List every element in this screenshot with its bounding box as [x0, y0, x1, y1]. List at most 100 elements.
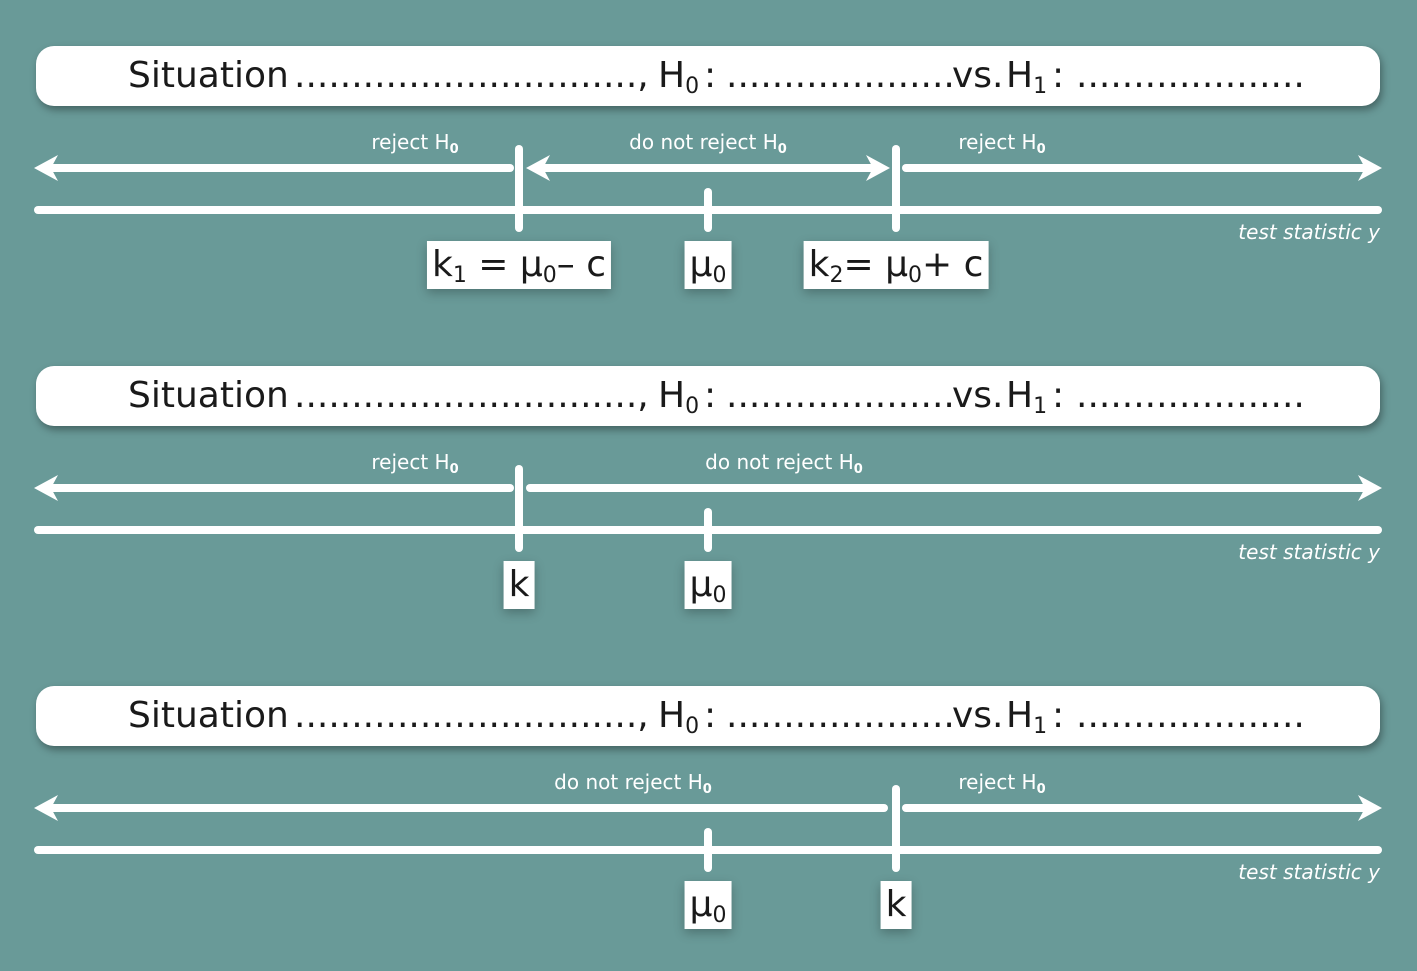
colon: :: [704, 375, 717, 416]
situation-bar: Situation..............................,…: [36, 46, 1380, 106]
arrowhead-right-icon: [1358, 155, 1382, 181]
mu0-box: μ0: [684, 881, 732, 929]
tick-symbol: k: [431, 244, 453, 285]
tick-symbol: μ: [689, 244, 713, 285]
h0-letter: H: [658, 695, 686, 736]
axis-label: test statistic y: [1238, 220, 1380, 244]
situation-word: Situation: [128, 695, 289, 736]
h1-letter: H: [1006, 55, 1034, 96]
region-label-text: reject H: [958, 130, 1037, 154]
tick-subscript: 2: [829, 263, 844, 288]
reject-label: reject H0: [371, 130, 458, 157]
reject-label: reject H0: [371, 450, 458, 477]
critical-value-box: k1 = μ0– c: [426, 241, 612, 289]
arrowhead-left-icon: [34, 475, 58, 501]
do-not-reject-label: do not reject H0: [629, 130, 787, 157]
region-label-subscript: 0: [1036, 782, 1046, 797]
do-not-reject-label: do not reject H0: [705, 450, 863, 477]
axis-label: test statistic y: [1238, 860, 1380, 884]
region-label-text: do not reject H: [554, 770, 703, 794]
panel-right-sided: Situation..............................,…: [0, 640, 1417, 940]
h1-blank: ....................: [1076, 695, 1305, 736]
tick-subscript: 0: [712, 583, 727, 608]
h1-label: H1: [1006, 46, 1047, 117]
vs-label: vs.: [952, 695, 1004, 736]
critical-value-box: k: [880, 881, 912, 929]
do-not-reject-label: do not reject H0: [554, 770, 712, 797]
axis-label: test statistic y: [1238, 540, 1380, 564]
panel-two-sided: Situation..............................,…: [0, 0, 1417, 300]
colon: :: [1052, 695, 1065, 736]
number-line-diagram: [34, 145, 1382, 232]
tick-symbol: k: [885, 884, 907, 925]
situation-word: Situation: [128, 55, 289, 96]
h1-letter: H: [1006, 695, 1034, 736]
region-label-subscript: 0: [777, 142, 787, 157]
colon: :: [1052, 375, 1065, 416]
h0-letter: H: [658, 55, 686, 96]
region-label-subscript: 0: [702, 782, 712, 797]
tick-equation-tail: + c: [921, 244, 984, 285]
colon: :: [1052, 55, 1065, 96]
reject-label: reject H0: [958, 770, 1045, 797]
situation-bar: Situation..............................,…: [36, 686, 1380, 746]
situation-blank: ..............................,: [294, 375, 649, 416]
arrowhead-left-icon: [34, 155, 58, 181]
region-label-text: do not reject H: [629, 130, 778, 154]
tick-equation: = μ: [466, 244, 543, 285]
region-label-text: do not reject H: [705, 450, 854, 474]
h0-blank: ....................: [726, 55, 955, 96]
situation-bar: Situation..............................,…: [36, 366, 1380, 426]
colon: :: [704, 695, 717, 736]
mu0-box: μ0: [684, 561, 732, 609]
arrowhead-right-icon: [1358, 795, 1382, 821]
h1-label: H1: [1006, 366, 1047, 437]
tick-subscript: 0: [712, 903, 727, 928]
number-line-diagram: [34, 785, 1382, 872]
tick-equation: = μ: [843, 244, 908, 285]
colon: :: [704, 55, 717, 96]
arrowhead-left-icon: [34, 795, 58, 821]
arrowhead-left-icon: [526, 155, 550, 181]
tick-subscript: 0: [712, 263, 727, 288]
tick-symbol: μ: [689, 884, 713, 925]
critical-value-box: k: [503, 561, 535, 609]
h1-blank: ....................: [1076, 375, 1305, 416]
vs-label: vs.: [952, 375, 1004, 416]
region-label-subscript: 0: [1036, 142, 1046, 157]
h1-blank: ....................: [1076, 55, 1305, 96]
region-label-subscript: 0: [853, 462, 863, 477]
h0-label: H0: [658, 46, 699, 117]
h0-subscript: 0: [685, 714, 700, 739]
region-label-subscript: 0: [449, 462, 459, 477]
region-label-text: reject H: [371, 130, 450, 154]
h0-subscript: 0: [685, 394, 700, 419]
tick-equation-subscript: 0: [542, 263, 557, 288]
panel-left-sided: Situation..............................,…: [0, 320, 1417, 620]
h1-letter: H: [1006, 375, 1034, 416]
number-line-diagram: [34, 465, 1382, 552]
situation-word: Situation: [128, 375, 289, 416]
h0-letter: H: [658, 375, 686, 416]
region-label-text: reject H: [958, 770, 1037, 794]
h0-label: H0: [658, 686, 699, 757]
h0-blank: ....................: [726, 375, 955, 416]
tick-symbol: k: [508, 564, 530, 605]
h1-subscript: 1: [1033, 74, 1048, 99]
arrowhead-right-icon: [1358, 475, 1382, 501]
reject-label: reject H0: [958, 130, 1045, 157]
h1-label: H1: [1006, 686, 1047, 757]
tick-equation-subscript: 0: [907, 263, 922, 288]
situation-blank: ..............................,: [294, 695, 649, 736]
region-label-subscript: 0: [449, 142, 459, 157]
tick-equation-tail: – c: [556, 244, 607, 285]
h0-subscript: 0: [685, 74, 700, 99]
h1-subscript: 1: [1033, 394, 1048, 419]
h1-subscript: 1: [1033, 714, 1048, 739]
mu0-box: μ0: [684, 241, 732, 289]
arrowhead-right-icon: [866, 155, 890, 181]
tick-symbol: μ: [689, 564, 713, 605]
region-label-text: reject H: [371, 450, 450, 474]
vs-label: vs.: [952, 55, 1004, 96]
tick-symbol: k: [808, 244, 830, 285]
